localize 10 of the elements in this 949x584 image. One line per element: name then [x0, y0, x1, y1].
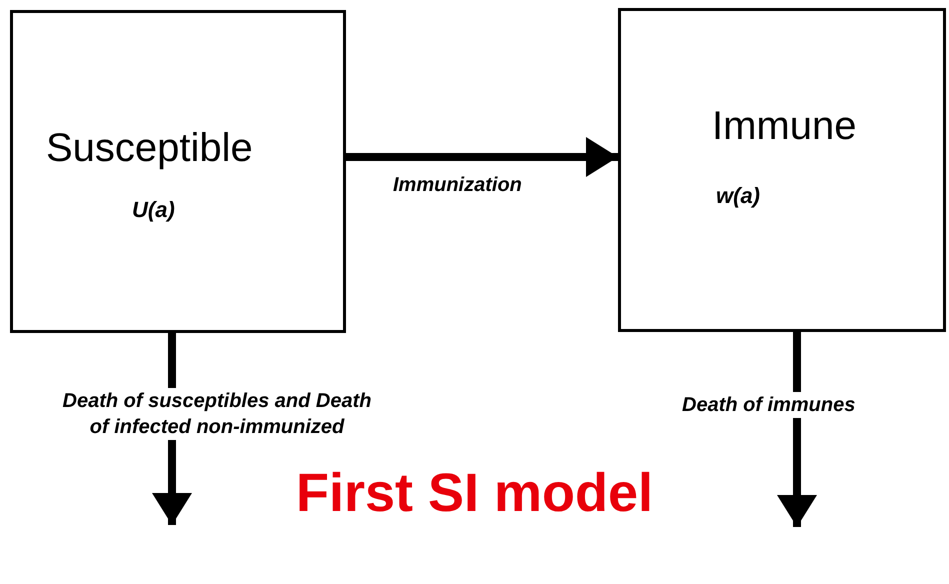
compartment-box [618, 8, 946, 332]
compartment-box [10, 10, 346, 333]
compartment-name: Immune [712, 104, 856, 149]
caption: First SI model [296, 462, 654, 524]
compartment-variable: w(a) [716, 183, 760, 209]
arrow [346, 137, 618, 177]
arrow [777, 332, 817, 527]
compartment-variable: U(a) [132, 197, 175, 223]
compartment-name: Susceptible [46, 126, 253, 171]
edge-label: Death of immunes [682, 392, 856, 418]
